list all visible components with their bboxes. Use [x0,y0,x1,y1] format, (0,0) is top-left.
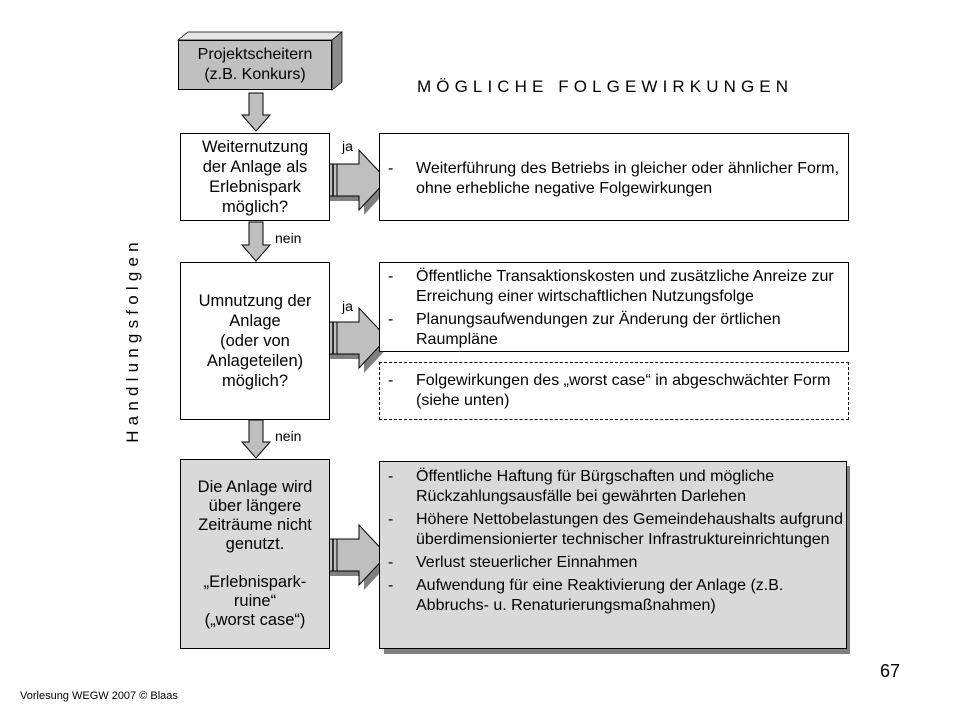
label-no-1: nein [275,230,302,246]
outcome-box-1: - Weiterführung des Betriebs in gleicher… [379,133,849,221]
page-number: 67 [880,661,901,681]
bullet-dash: - [388,372,394,389]
question-line: (oder von [220,332,290,350]
start-box-line: Projektscheitern [197,46,313,63]
final-line: „Erlebnispark- [203,573,307,591]
question-line: Umnutzung der [198,292,312,310]
final-line: Zeiträume nicht [198,516,312,534]
footer-credit: Vorlesung WEGW 2007 © Blaas [20,690,178,702]
question-line: möglich? [221,198,289,216]
arrow-down-2 [240,221,272,262]
arrow-down-3 [240,419,272,459]
start-box-bevel [177,31,343,41]
outcome-item: - Öffentliche Haftung für Bürgschaften u… [380,467,846,507]
outcome-text: Öffentliche Haftung für Bürgschaften und… [416,468,775,505]
outcome-text: Folgewirkungen des „worst case“ in abges… [416,372,831,409]
start-box-line: (z.B. Konkurs) [204,66,306,83]
outcome-box-2: - Öffentliche Transaktionskosten und zus… [379,262,849,352]
outcome-item: - Öffentliche Transaktionskosten und zus… [380,267,848,307]
outcome-item: - Folgewirkungen des „worst case“ in abg… [380,371,848,411]
bullet-dash: - [388,160,394,177]
outcome-box-2-dashed: - Folgewirkungen des „worst case“ in abg… [379,362,849,420]
final-box: Die Anlage wird über längere Zeiträume n… [180,459,330,649]
arrow-down-1 [240,92,272,132]
bullet-dash: - [388,554,394,571]
bullet-dash: - [388,577,394,594]
label-no-2: nein [275,428,302,444]
bullet-dash: - [388,268,394,285]
outcome-item: - Planungsaufwendungen zur Änderung der … [380,310,848,350]
label-yes-1: ja [342,138,353,154]
question-box-1: Weiternutzung der Anlage als Erlebnispar… [180,133,330,221]
outcome-text: Weiterführung des Betriebs in gleicher o… [416,160,840,197]
outcome-text: Öffentliche Transaktionskosten und zusät… [416,268,834,305]
arrow-right-1 [322,148,392,215]
bullet-dash: - [388,311,394,328]
vertical-label: Handlungsfolgen [118,210,148,470]
bullet-dash: - [388,511,394,528]
arrow-right-2 [322,306,392,373]
label-yes-2: ja [342,298,353,314]
final-line: Die Anlage wird [197,478,313,496]
outcome-box-3: - Öffentliche Haftung für Bürgschaften u… [379,461,847,649]
question-box-2: Umnutzung der Anlage (oder von Anlagetei… [180,262,330,420]
outcome-item: - Weiterführung des Betriebs in gleicher… [380,159,848,199]
outcome-item: - Verlust steuerlicher Einnahmen [380,553,846,573]
arrow-right-3 [322,523,392,590]
final-line: ruine“ [233,592,277,610]
page-heading: MÖGLICHE FOLGEWIRKUNGEN [417,77,794,96]
question-line: der Anlage als [202,158,308,176]
outcome-item: - Höhere Nettobelastungen des Gemeindeha… [380,510,846,550]
start-box: Projektscheitern (z.B. Konkurs) [178,40,332,90]
question-line: möglich? [221,372,289,390]
question-line: Erlebnispark [209,178,301,196]
outcome-text: Planungsaufwendungen zur Änderung der ör… [416,311,781,348]
final-line: über längere [208,497,302,515]
question-line: Anlage [229,312,281,330]
final-line: („worst case“) [204,611,306,629]
outcome-text: Aufwendung für eine Reaktivierung der An… [416,577,784,614]
vertical-label-text: Handlungsfolgen [123,237,143,443]
outcome-text: Höhere Nettobelastungen des Gemeindehaus… [416,511,843,548]
final-line: genutzt. [225,535,285,553]
question-line: Anlageteilen) [206,352,304,370]
question-line: Weiternutzung [201,138,309,156]
start-box-side [331,31,343,91]
outcome-item: - Aufwendung für eine Reaktivierung der … [380,576,846,616]
outcome-text: Verlust steuerlicher Einnahmen [416,554,638,571]
bullet-dash: - [388,468,394,485]
